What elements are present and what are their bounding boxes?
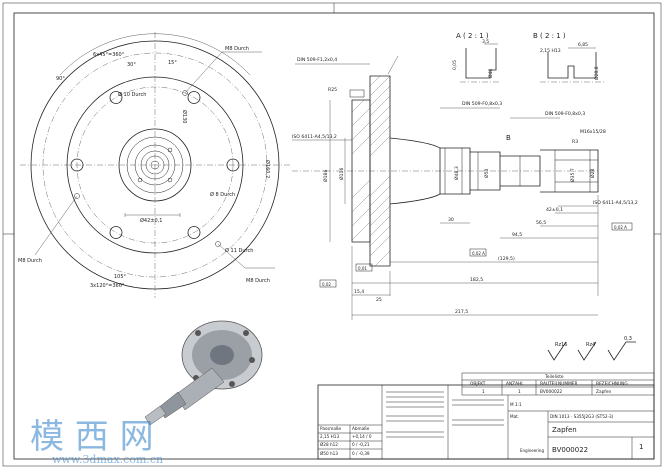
detail-a-dia: Ø48 [487, 69, 494, 78]
row-desc: Zapfen [596, 389, 611, 395]
dia-48-label: Ø48,3 [453, 166, 460, 180]
tol-4-label: 0,02 A [614, 225, 627, 230]
sheet-border [2, 2, 662, 467]
din-b-label: DIN 509-F0,8x0,3 [545, 111, 585, 117]
material-value: DIN 1013 · S355J2G3 (ST52-3) [550, 414, 614, 419]
angle-30-label: 30° [127, 62, 136, 68]
row-object: 1 [482, 389, 485, 395]
dia-186-label: Ø186 [322, 170, 329, 182]
dim-154-label: 15,4 [354, 289, 364, 295]
row-part-no: BV000022 [540, 389, 562, 395]
angle-90-label: 90° [56, 76, 65, 82]
detail-b-dim-1: 2,15 H13 [540, 48, 561, 54]
detail-a-title: A ( 2 : 1 ) [456, 32, 489, 40]
col-part-no: BAUTEILNUMMER [540, 381, 578, 387]
iso-left-label: ISO 6411-A4,5/13,2 [292, 134, 337, 140]
angle-15-label: 15° [168, 60, 177, 66]
parts-list-title: Teileliste [544, 374, 564, 380]
fit-2: Ø28 h12 [320, 442, 338, 447]
tolerance-header-1: Passmaße [320, 426, 342, 431]
tol-2-label: 0,02 [322, 282, 331, 287]
angle-105-label: 105° [114, 274, 127, 280]
fit-3: Ø50 h13 [320, 451, 338, 456]
m8-left-label: M8 Durch [18, 258, 42, 264]
bolt-circle-label: 6x45°=360° [93, 52, 125, 58]
dim-182-label: 182,5 [470, 277, 483, 283]
dia-116-label: Ø116 [338, 168, 345, 180]
surface-finish: Rz16 Rz4 0,3 [547, 336, 636, 361]
b-mark: B [506, 134, 511, 142]
dim-56-label: 56,5 [536, 220, 546, 226]
tolerance-header-2: Abmaße [352, 426, 370, 431]
detail-a: A ( 2 : 1 ) 3,5 0,05 Ø48 [452, 32, 500, 83]
col-desc: BEZEICHNUNG [596, 381, 628, 387]
dia-a-label: Ø 10 Durch [118, 91, 146, 98]
sheet-number: 1 [639, 443, 643, 451]
dim-217-label: 217,5 [455, 309, 468, 315]
fit-1: 2,15 H13 [320, 434, 339, 439]
col-object: OBJEKT [470, 381, 486, 387]
watermark: 模 西 网 www.3dmax.com.cn [30, 417, 163, 466]
part-name: Zapfen [552, 426, 577, 434]
detail-a-dim-2: 0,05 [452, 60, 458, 70]
din-mid-label: DIN 509-F0,8x0,3 [462, 101, 502, 107]
pcd-2-label: Ø130 [181, 110, 188, 123]
watermark-chars: 模 西 网 [30, 417, 154, 457]
front-view [20, 32, 292, 298]
pcd-3-label: Ø42±0,1 [140, 217, 162, 224]
detail-a-dim-1: 3,5 [482, 39, 489, 45]
section-view-labels: DIN 509-F1,2x0,4 DIN 509-F0,8x0,3 DIN 50… [292, 57, 638, 315]
scale-label: M 1:1 [510, 402, 522, 407]
material-label: Mat. [510, 414, 519, 419]
engineering-label: Engineering [520, 448, 544, 453]
iso-right-label: ISO 6411-A4,5/13,2 [593, 200, 638, 206]
pcd-1-label: Ø160,2 [264, 160, 271, 178]
section-view [292, 55, 633, 320]
dia-28-label: Ø28 [589, 168, 596, 178]
col-qty: ANZAHL [506, 381, 524, 387]
dim-30-label: 30 [448, 217, 454, 223]
dim-129-label: (129,5) [498, 256, 515, 262]
hole-dia-label: Ø 11 Durch [225, 247, 253, 254]
watermark-url: www.3dmax.com.cn [52, 453, 163, 466]
r25-label: R25 [328, 87, 337, 93]
fit-2-val: 0 / -0,21 [352, 442, 370, 447]
dia-50-label: Ø50 [483, 168, 490, 178]
thread-label: M16x15/28 [580, 129, 606, 135]
title-block: Teileliste OBJEKT ANZAHL BAUTEILNUMMER B… [317, 372, 655, 460]
dia-35-label: Ø35,7 [569, 168, 576, 182]
m8-top-label: M8 Durch [225, 46, 249, 52]
surface-03: 0,3 [624, 336, 632, 342]
tol-3-label: 0,02 A [472, 251, 485, 256]
r3-label: R3 [572, 139, 578, 145]
detail-b-title: B ( 2 : 1 ) [533, 32, 566, 40]
detail-b-dia: Ø28,8 [593, 66, 600, 80]
angle-3x-label: 3x120°=360° [90, 283, 125, 289]
dim-94-label: 94,5 [512, 232, 522, 238]
dia-b-label: Ø 8 Durch [210, 191, 235, 198]
row-qty: 1 [518, 389, 521, 395]
tol-1-label: 0,01 [358, 266, 367, 271]
dim-42-label: 42±0,1 [546, 207, 563, 213]
detail-b: B ( 2 : 1 ) 2,15 H13 6,85 Ø28,8 [533, 32, 604, 83]
drawing-number: BV000022 [552, 446, 588, 454]
surface-rz4: Rz4 [586, 342, 595, 348]
notes-lines [386, 391, 504, 438]
fit-1-val: +0,14 / 0 [352, 434, 372, 439]
din-top-label: DIN 509-F1,2x0,4 [297, 57, 337, 63]
part-isometric [144, 320, 263, 426]
fit-3-val: 0 / -0,39 [352, 451, 370, 456]
front-view-labels: 6x45°=360° M8 Durch M8 Durch M8 Durch Ø … [18, 46, 271, 289]
dim-25-label: 25 [376, 297, 382, 303]
surface-rz16: Rz16 [555, 342, 567, 348]
m8-bottom-label: M8 Durch [246, 278, 270, 284]
detail-b-dim-2: 6,85 [578, 42, 588, 48]
